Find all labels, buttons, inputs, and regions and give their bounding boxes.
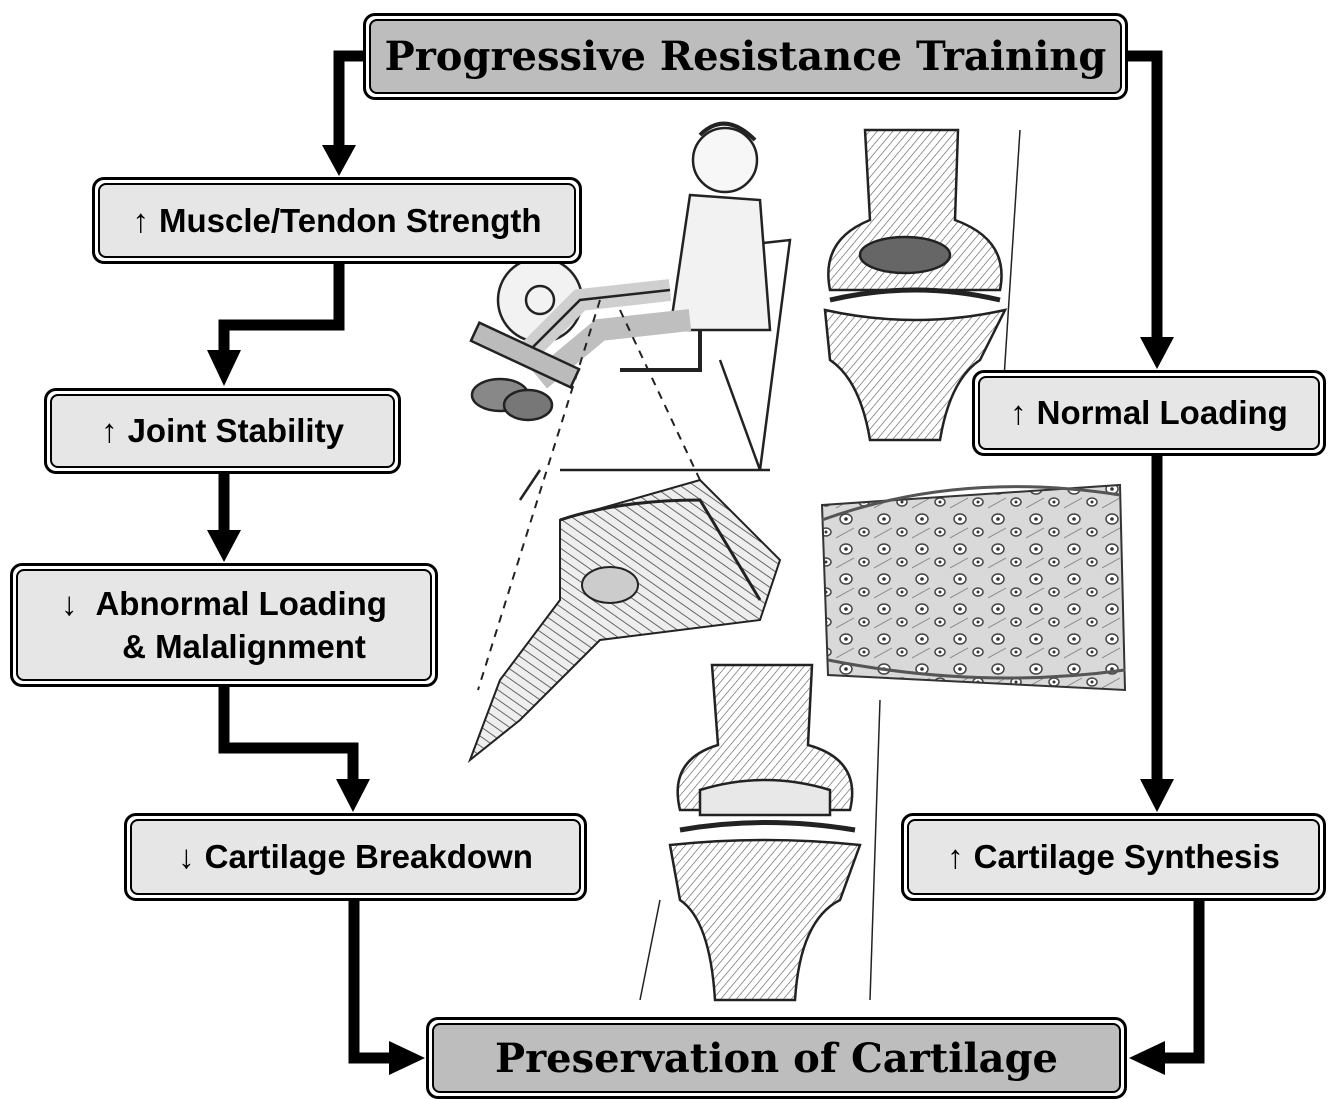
cartilage-cells-icon xyxy=(822,485,1125,690)
arrowhead-down xyxy=(1140,779,1174,812)
cartilage-synthesis-box: ↑ Cartilage Synthesis xyxy=(901,813,1326,901)
normal-loading-box: ↑ Normal Loading xyxy=(972,370,1326,456)
healthy-knee-icon xyxy=(640,665,880,1000)
connector-muscle-to-joint xyxy=(224,264,339,352)
connector-title-to-normal xyxy=(1128,56,1157,340)
increase-arrow-icon: ↑ xyxy=(101,412,118,450)
connector-synthesis-to-result xyxy=(1162,901,1199,1058)
muscle-tendon-strength-label: Muscle/Tendon Strength xyxy=(159,202,542,240)
malalignment-label: & Malalignment xyxy=(82,625,366,668)
decrease-arrow-icon: ↓ xyxy=(178,838,195,876)
result-label: Preservation of Cartilage xyxy=(432,1023,1121,1093)
abnormal-loading-label: Abnormal Loading xyxy=(95,585,387,622)
normal-loading-label: Normal Loading xyxy=(1037,394,1288,432)
arrowhead-down xyxy=(207,530,241,562)
arrowhead-down xyxy=(1140,337,1174,369)
increase-arrow-icon: ↑ xyxy=(1010,394,1027,432)
increase-arrow-icon: ↑ xyxy=(132,202,149,240)
arrowhead-right xyxy=(389,1041,425,1075)
connector-breakdown-to-result xyxy=(354,901,392,1058)
title-box: Progressive Resistance Training xyxy=(363,13,1128,100)
increase-arrow-icon: ↑ xyxy=(947,838,964,876)
arrowhead-down xyxy=(207,350,241,386)
result-box: Preservation of Cartilage xyxy=(426,1017,1127,1099)
connector-abnormal-to-breakdown xyxy=(224,687,353,782)
diagram-title: Progressive Resistance Training xyxy=(369,19,1122,94)
muscle-tendon-strength-box: ↑ Muscle/Tendon Strength xyxy=(92,177,582,264)
connector-title-to-muscle xyxy=(339,56,363,148)
cartilage-breakdown-box: ↓ Cartilage Breakdown xyxy=(124,813,587,901)
abnormal-loading-box: ↓ Abnormal Loading & Malalignment xyxy=(10,563,438,687)
arrowhead-down xyxy=(336,779,370,812)
cartilage-breakdown-label: Cartilage Breakdown xyxy=(205,838,533,876)
decrease-arrow-icon: ↓ xyxy=(61,585,78,622)
joint-stability-label: Joint Stability xyxy=(128,412,344,450)
joint-stability-box: ↑ Joint Stability xyxy=(44,388,401,474)
cartilage-synthesis-label: Cartilage Synthesis xyxy=(974,838,1280,876)
arrowhead-left xyxy=(1129,1041,1165,1075)
arrowhead-down xyxy=(322,145,356,176)
